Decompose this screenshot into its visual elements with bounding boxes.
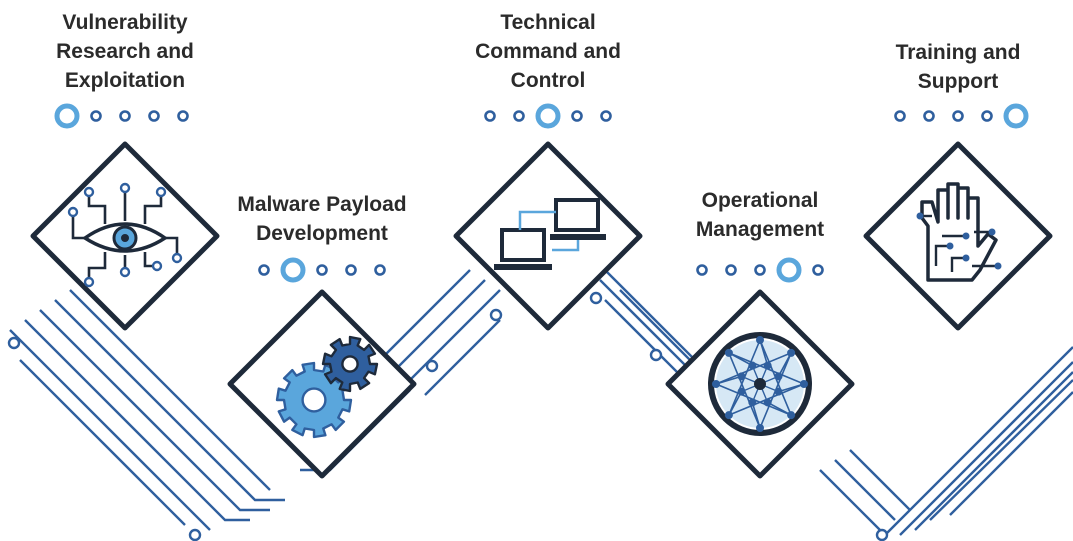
stage-title-3: Technical Command and Control (475, 11, 621, 92)
dot (894, 110, 906, 122)
active-dot (54, 103, 80, 129)
dot (696, 264, 708, 276)
dot (571, 110, 583, 122)
dot (90, 110, 102, 122)
active-dot (280, 257, 306, 283)
stage-progress-dots-2 (258, 257, 386, 283)
stage-title-2: Malware Payload Development (237, 193, 407, 245)
gears-icon (275, 335, 379, 439)
dot (952, 110, 964, 122)
networked-computers-icon (494, 198, 606, 270)
active-dot (535, 103, 561, 129)
stage-title-5: Training and Support (895, 41, 1021, 93)
dot (600, 110, 612, 122)
stage-progress-dots-3 (484, 103, 612, 129)
stage-diamond-3 (453, 141, 643, 331)
dot (316, 264, 328, 276)
stage-title-1: Vulnerability Research and Exploitation (56, 11, 194, 92)
dot (345, 264, 357, 276)
dot (812, 264, 824, 276)
circuit-nodes (7, 291, 889, 541)
active-dot (1003, 103, 1029, 129)
circuit-hand-icon (916, 182, 1002, 282)
stage-title-4: Operational Management (695, 189, 825, 241)
circuit-lines (9, 254, 1073, 541)
network-sphere-icon (708, 332, 812, 436)
stage-progress-dots-1 (54, 103, 189, 129)
dot (981, 110, 993, 122)
stage-progress-dots-4 (696, 257, 824, 283)
eye-circuit-icon (67, 182, 183, 288)
dot (484, 110, 496, 122)
dot (119, 110, 131, 122)
dot (258, 264, 270, 276)
dot (374, 264, 386, 276)
dot (923, 110, 935, 122)
dot (148, 110, 160, 122)
dot (754, 264, 766, 276)
dot (177, 110, 189, 122)
active-dot (776, 257, 802, 283)
dot (513, 110, 525, 122)
dot (725, 264, 737, 276)
stage-progress-dots-5 (894, 103, 1029, 129)
